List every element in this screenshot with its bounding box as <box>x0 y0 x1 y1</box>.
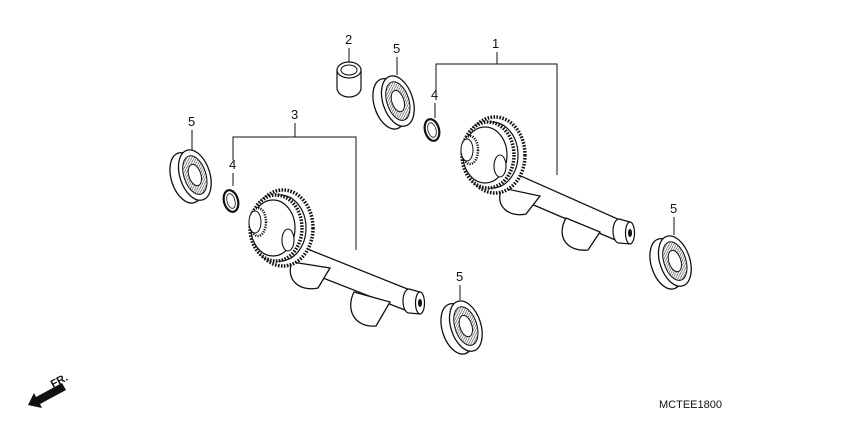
bearing-right <box>649 235 692 290</box>
callout-label: 1 <box>492 36 499 51</box>
callout-5-left: 5 <box>188 114 195 150</box>
callout-label: 4 <box>431 87 438 102</box>
callout-4-left: 4 <box>229 157 236 186</box>
arrow-icon <box>28 383 66 408</box>
callout-label: 5 <box>670 201 677 216</box>
callout-3: 3 <box>232 107 357 250</box>
callout-label: 5 <box>456 269 463 284</box>
bearing-top <box>372 75 415 130</box>
callout-5-right: 5 <box>670 201 677 235</box>
callout-label: 5 <box>188 114 195 129</box>
callout-5-top: 5 <box>393 41 400 75</box>
bearing-bottom <box>440 300 483 355</box>
direction-label: FR. <box>49 372 70 391</box>
callout-label: 5 <box>393 41 400 56</box>
balancer-shaft-right <box>460 115 636 251</box>
balancer-shaft-left <box>248 188 426 327</box>
callout-5-bottom: 5 <box>456 269 463 300</box>
callout-4-right: 4 <box>431 87 438 118</box>
bearing-left <box>169 149 212 204</box>
circlip-left <box>222 189 240 213</box>
callout-label: 4 <box>229 157 236 172</box>
drawing-code: MCTEE1800 <box>659 399 722 411</box>
circlip-right <box>423 118 441 142</box>
collar-part <box>336 61 362 98</box>
callout-1: 1 <box>435 36 558 175</box>
callout-label: 2 <box>345 32 352 47</box>
front-direction-arrow: FR. <box>28 372 70 408</box>
callout-2: 2 <box>345 32 352 62</box>
callout-label: 3 <box>291 107 298 122</box>
